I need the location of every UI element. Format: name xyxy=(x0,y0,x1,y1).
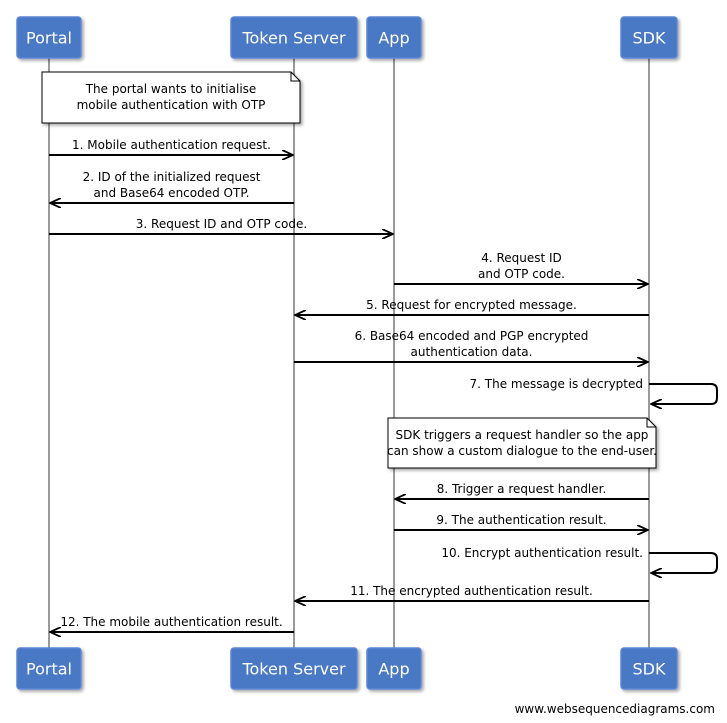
note-text-line: can show a custom dialogue to the end-us… xyxy=(387,444,657,458)
message-1: 1. Mobile authentication request. xyxy=(49,138,293,155)
message-label: 8. Trigger a request handler. xyxy=(437,482,607,496)
note-text-line: SDK triggers a request handler so the ap… xyxy=(396,428,649,442)
actor-app-bottom: App xyxy=(366,647,422,690)
actor-portal-top: Portal xyxy=(16,16,82,59)
lifelines xyxy=(48,58,650,648)
message-label: 10. Encrypt authentication result. xyxy=(441,546,643,560)
message-label: 5. Request for encrypted message. xyxy=(366,298,577,312)
message-label: 4. Request ID xyxy=(481,251,562,265)
actor-token-top: Token Server xyxy=(230,16,358,59)
actor-label: Portal xyxy=(26,29,72,48)
message-3: 3. Request ID and OTP code. xyxy=(49,217,393,234)
actor-label: Portal xyxy=(26,660,72,679)
actor-label: App xyxy=(378,660,409,679)
actor-portal-bottom: Portal xyxy=(16,647,82,690)
message-10: 10. Encrypt authentication result. xyxy=(441,546,718,573)
actor-label: Token Server xyxy=(241,660,346,679)
message-7: 7. The message is decrypted xyxy=(470,377,718,404)
message-label: 6. Base64 encoded and PGP encrypted xyxy=(355,329,589,343)
actor-label: App xyxy=(378,29,409,48)
message-6: 6. Base64 encoded and PGP encrypted authe… xyxy=(294,329,648,362)
note-text-line: The portal wants to initialise xyxy=(85,82,257,96)
actor-sdk-top: SDK xyxy=(620,16,678,59)
message-arrow xyxy=(649,383,718,404)
notes: The portal wants to initialise mobile aut… xyxy=(41,71,657,469)
actor-app-top: App xyxy=(366,16,422,59)
message-9: 9. The authentication result. xyxy=(394,513,648,530)
message-label: authentication data. xyxy=(411,345,533,359)
message-12: 12. The mobile authentication result. xyxy=(50,615,294,632)
message-11: 11. The encrypted authentication result. xyxy=(295,584,649,601)
message-arrow xyxy=(649,552,718,573)
note-2: SDK triggers a request handler so the ap… xyxy=(387,417,657,469)
footer-credit: www.websequencediagrams.com xyxy=(514,702,715,716)
actor-label: SDK xyxy=(633,29,666,48)
actor-sdk-bottom: SDK xyxy=(620,647,678,690)
note-1: The portal wants to initialise mobile aut… xyxy=(41,71,301,124)
message-label: 11. The encrypted authentication result. xyxy=(350,584,593,598)
message-label: 3. Request ID and OTP code. xyxy=(136,217,307,231)
actor-label: SDK xyxy=(633,660,666,679)
message-label: 7. The message is decrypted xyxy=(470,377,644,391)
message-label: 12. The mobile authentication result. xyxy=(60,615,282,629)
message-label: 2. ID of the initialized request xyxy=(83,170,261,184)
actor-token-bottom: Token Server xyxy=(230,647,358,690)
note-text-line: mobile authentication with OTP xyxy=(77,98,266,112)
message-label: 9. The authentication result. xyxy=(436,513,606,527)
actor-label: Token Server xyxy=(241,29,346,48)
message-label: and Base64 encoded OTP. xyxy=(93,186,249,200)
message-5: 5. Request for encrypted message. xyxy=(295,298,649,315)
message-2: 2. ID of the initialized request and Base… xyxy=(50,170,294,203)
message-label: 1. Mobile authentication request. xyxy=(72,138,271,152)
message-4: 4. Request ID and OTP code. xyxy=(394,251,648,284)
messages: 1. Mobile authentication request. 2. ID o… xyxy=(49,138,718,632)
message-label: and OTP code. xyxy=(478,267,565,281)
message-8: 8. Trigger a request handler. xyxy=(395,482,649,499)
